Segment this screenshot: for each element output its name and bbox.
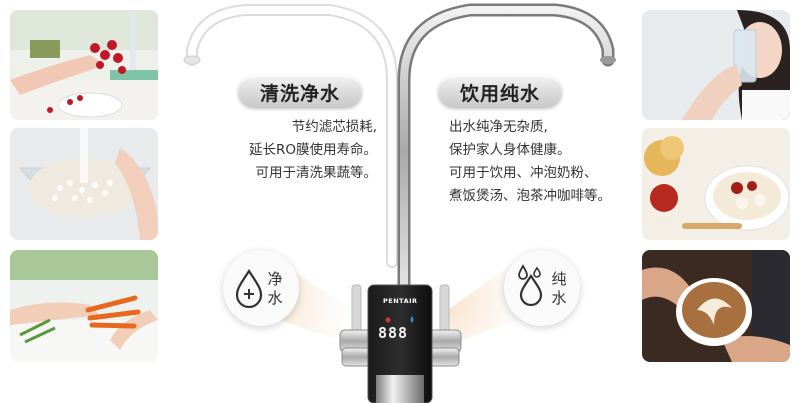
drink-desc-line: 煮饭煲汤、泡茶冲咖啡等。 [449, 188, 611, 204]
clean-desc-line: 可用于清洗果蔬等。 [255, 165, 378, 181]
photo-woman-drinking-water [642, 10, 790, 120]
photo-washing-cherries [10, 10, 158, 120]
clean-desc-line: 延长RO膜使用寿命。 [248, 142, 377, 158]
clean-badge-char: 水 [267, 289, 283, 307]
drink-water-badge: 纯 水 [504, 250, 580, 326]
photo-washing-rice [10, 128, 158, 240]
water-droplets-icon [518, 264, 543, 306]
clean-badge-char: 净 [267, 270, 283, 288]
drink-badge-char: 纯 [551, 270, 567, 288]
faucet-brand-label: PENTAIR [383, 297, 418, 305]
clean-water-badge: 净 水 [223, 250, 299, 326]
photo-washing-vegetables [10, 250, 158, 362]
clean-water-mode-title: 清洗净水 [238, 76, 362, 108]
photo-latte-coffee [642, 250, 790, 362]
drink-desc-line: 保护家人身体健康。 [449, 142, 571, 158]
drink-water-mode-title: 饮用纯水 [438, 76, 562, 108]
drink-water-description: 出水纯净无杂质, 保护家人身体健康。 可用于饮用、冲泡奶粉、 煮饭煲汤、泡茶冲咖… [449, 116, 639, 208]
drink-desc-line: 出水纯净无杂质, [449, 119, 548, 135]
drink-desc-line: 可用于饮用、冲泡奶粉、 [449, 165, 598, 181]
photo-soup-bowl [642, 128, 790, 240]
water-drop-plus-icon [235, 268, 263, 308]
faucet-digital-display: 888 [378, 324, 409, 342]
drink-badge-char: 水 [551, 289, 567, 307]
clean-desc-line: 节约滤芯损耗, [291, 119, 377, 135]
clean-water-description: 节约滤芯损耗, 延长RO膜使用寿命。 可用于清洗果蔬等。 [205, 116, 377, 185]
